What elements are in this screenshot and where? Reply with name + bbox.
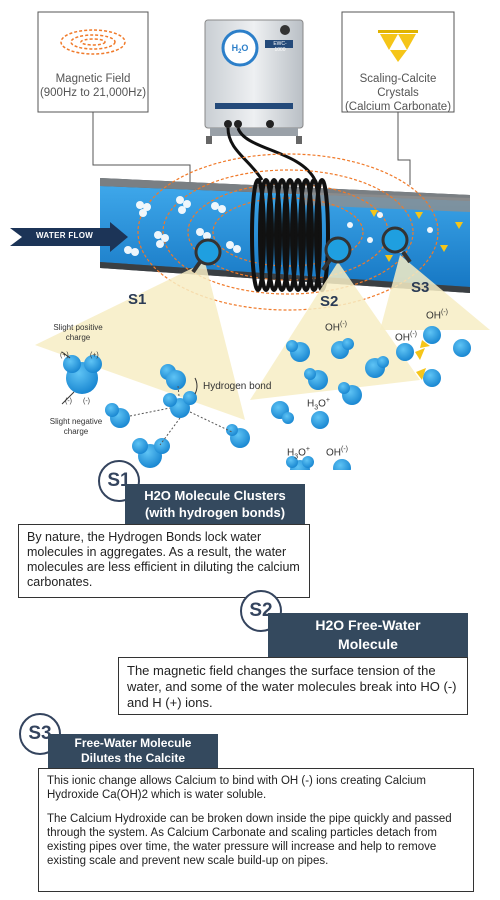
cable (226, 127, 264, 181)
calcite-crystal-icon (378, 30, 418, 62)
stage-label-s3: S3 (411, 279, 430, 296)
oh-text: OH (325, 322, 340, 334)
s3-text-2: The Calcium Hydroxide can be broken down… (47, 813, 452, 867)
s3-description: This ionic change allows Calcium to bind… (38, 768, 474, 892)
s2-title-line1: H2O Free-Water (315, 617, 421, 633)
magnetic-field-title: Magnetic Field (55, 73, 131, 85)
s1-molecules (61, 351, 250, 468)
svg-text:H2O: H2O (232, 43, 249, 55)
scaling-leader-line (397, 112, 411, 185)
oh-charge: (-) (441, 309, 448, 316)
device-model-badge (265, 40, 293, 48)
oh-ion-label: OH(-) (325, 321, 347, 333)
coil (250, 178, 330, 292)
magnetic-field-box (37, 11, 149, 113)
oh-ion-label-2: OH(-) (326, 446, 348, 458)
s2-molecules (271, 338, 389, 470)
magnetic-field-icon (60, 29, 126, 55)
stage-label-s2: S2 (320, 293, 339, 310)
cable (236, 127, 317, 181)
s1-title-line2: (with hydrogen bonds) (144, 505, 286, 520)
h3o-ion-label-2: H3O+ (287, 446, 311, 461)
h3o-ion-label: H3O+ (307, 397, 331, 412)
positive-charge-label: Slight positive charge (40, 323, 116, 343)
scaling-subtitle: (Calcium Carbonate) (344, 101, 452, 113)
water-flow-label: WATER FLOW (36, 231, 94, 240)
water-flow-arrow (10, 222, 128, 252)
stage-label-s1: S1 (128, 291, 147, 308)
oh-text: OH (395, 332, 410, 344)
hydrogen-bond-label: Hydrogen bond (203, 381, 272, 392)
charge-minus-label: (-) (83, 398, 90, 405)
s3-banner: Free-Water Molecule Dilutes the Calcite (48, 734, 218, 768)
device-model-label: EWC-1000 (273, 41, 287, 53)
negative-charge-label: Slight negative charge (36, 417, 116, 437)
scaling-label: Scaling-Calcite Crystals (Calcium Carbon… (338, 72, 458, 114)
charge-plus-label: (+) (90, 352, 99, 359)
oh-charge: (-) (410, 331, 417, 338)
device-unit: H2O (204, 19, 304, 144)
h3o-charge: + (325, 397, 331, 404)
s2-banner: H2O Free-Water Molecule (268, 613, 468, 657)
oh-text: OH (326, 447, 341, 459)
negative-charge-line1: Slight negative (49, 417, 103, 426)
magnifier-s1 (35, 238, 245, 420)
s1-description: By nature, the Hydrogen Bonds lock water… (18, 524, 310, 598)
oh-charge: (-) (340, 321, 347, 328)
positive-charge-line2: charge (65, 333, 91, 342)
negative-charge-line2: charge (63, 427, 89, 436)
oh-charge: (-) (341, 446, 348, 453)
charge-plus-label: (+) (60, 352, 69, 359)
s2-title-line2: Molecule (338, 636, 398, 652)
magnifier-s3 (380, 226, 490, 330)
magnetic-field-range: (900Hz to 21,000Hz) (39, 87, 147, 99)
device-knob-icon (280, 25, 290, 35)
s3-molecules (396, 326, 471, 387)
h3o-charge: + (305, 446, 311, 453)
diagram-canvas: H2O (10, 11, 490, 470)
scaling-title: Scaling-Calcite Crystals (359, 73, 437, 99)
magnetic-field-label: Magnetic Field (900Hz to 21,000Hz) (38, 72, 148, 100)
s3-oh-label-2: OH(-) (426, 309, 448, 321)
s3-text-1: This ionic change allows Calcium to bind… (47, 775, 427, 801)
s1-banner: H2O Molecule Clusters (with hydrogen bon… (125, 484, 305, 524)
device-logo-icon (221, 29, 259, 67)
h3o-text: H (287, 447, 295, 459)
magnetic-leader-line (92, 112, 191, 185)
h3o-text: H (307, 398, 315, 410)
charge-minus-label: (-) (65, 398, 72, 405)
oh-text: OH (426, 310, 441, 322)
positive-charge-line1: Slight positive (53, 323, 103, 332)
s2-description: The magnetic field changes the surface t… (118, 657, 468, 715)
s3-oh-label: OH(-) (395, 331, 417, 343)
s3-title-line1: Free-Water Molecule (74, 736, 192, 750)
s3-title-line2: Dilutes the Calcite (80, 751, 186, 765)
s1-title-line1: H2O Molecule Clusters (144, 488, 286, 503)
